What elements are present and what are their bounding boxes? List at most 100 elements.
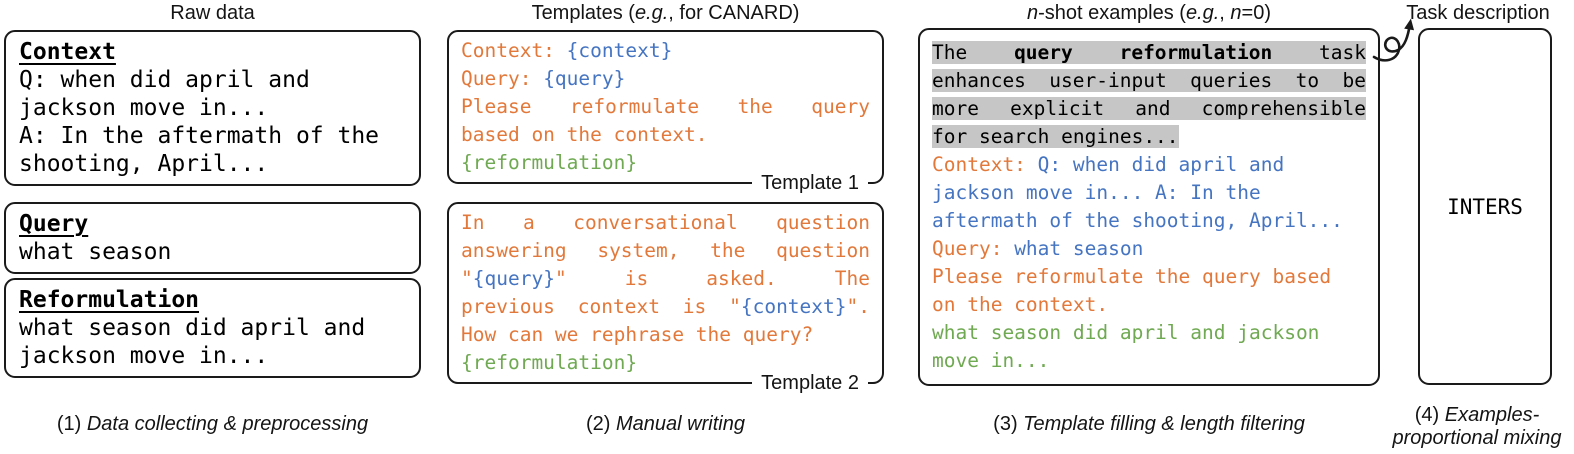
text-line: {reformulation}	[461, 149, 870, 177]
text-segment: Query	[19, 211, 89, 237]
text-line: Reformulation	[19, 286, 406, 314]
text-line: previous context is "{context}".	[461, 293, 870, 321]
text-segment: answering system, the question	[461, 239, 870, 262]
text-segment: , for CANARD)	[668, 2, 800, 24]
text-line: Query: {query}	[461, 65, 870, 93]
text-line: what season did april and	[19, 314, 406, 342]
text-segment: A: In the aftermath of the	[19, 123, 380, 149]
text-line: more explicit and comprehensible	[932, 95, 1366, 123]
text-line: shooting, April...	[19, 150, 406, 178]
text-segment: -shot examples (	[1038, 2, 1186, 24]
text-segment: move in...	[932, 349, 1050, 372]
text-segment: In a conversational question	[461, 211, 870, 234]
text-segment: task	[1272, 41, 1367, 64]
text-segment: "	[461, 267, 473, 290]
text-line: (3) Template filling & length filtering	[918, 413, 1380, 436]
text-line: (1) Data collecting & preprocessing	[4, 413, 421, 436]
text-segment: jackson move in... A: In the	[932, 181, 1261, 204]
text-segment: (3)	[993, 413, 1024, 435]
text-line: jackson move in...	[19, 342, 406, 370]
text-segment: {context}	[740, 295, 847, 318]
step2-caption: (2) Manual writing	[447, 413, 884, 436]
text-segment: e.g.	[634, 2, 669, 24]
text-segment: Please reformulate the query based	[932, 265, 1332, 288]
raw-data-header: Raw data	[4, 1, 421, 25]
text-segment: what season did april and	[19, 315, 366, 341]
text-segment: Template filling & length filtering	[1023, 413, 1305, 435]
template2-tag: Template 2	[752, 370, 868, 396]
text-segment: for search engines...	[932, 125, 1179, 148]
text-segment: n	[1230, 2, 1242, 24]
loop-arrow-icon	[1372, 18, 1415, 62]
text-line: jackson move in... A: In the	[932, 179, 1366, 207]
inters-label: INTERS	[1447, 194, 1523, 219]
text-segment: The	[932, 41, 1015, 64]
text-line: The query reformulation task	[932, 39, 1367, 67]
text-segment: ".	[846, 295, 870, 318]
text-segment: what season did april and jackson	[932, 321, 1320, 344]
text-segment: e.g.	[1185, 2, 1220, 24]
text-segment: Data collecting & preprocessing	[86, 413, 369, 435]
text-line: for search engines...	[932, 123, 1366, 151]
text-line: Query	[19, 210, 406, 238]
text-segment: Manual writing	[616, 413, 745, 435]
text-segment: {reformulation}	[461, 351, 638, 374]
text-line: Q: when did april and	[19, 66, 406, 94]
text-line: Context: Q: when did april and	[932, 151, 1366, 179]
text-segment: what season	[19, 239, 172, 265]
text-segment: based on the context.	[461, 123, 708, 146]
text-segment: Templates (	[531, 2, 635, 24]
text-line: Context: {context}	[461, 37, 870, 65]
step1-caption: (1) Data collecting & preprocessing	[4, 413, 421, 436]
templates-header: Templates (e.g., for CANARD)	[447, 1, 884, 25]
task-description-header: Task description	[1382, 1, 1574, 25]
inters-box: INTERS	[1418, 28, 1552, 385]
text-segment: Examples-	[1444, 404, 1540, 426]
text-segment: Query:	[932, 237, 1003, 260]
text-segment: shooting, April...	[19, 151, 269, 177]
text-segment: on the context.	[932, 293, 1109, 316]
text-segment: " is asked. The	[554, 267, 870, 290]
text-segment: Context:	[461, 39, 555, 62]
text-line: proportional mixing	[1380, 427, 1574, 450]
text-segment: =0)	[1241, 2, 1272, 24]
text-segment: Context:	[932, 153, 1026, 176]
text-segment: Raw data	[170, 2, 255, 24]
text-segment: Context	[19, 39, 116, 65]
text-segment: Please reformulate the query	[461, 95, 870, 118]
text-line: what season did april and jackson	[932, 319, 1366, 347]
text-line: Query: what season	[932, 235, 1366, 263]
step3-caption: (3) Template filling & length filtering	[918, 413, 1380, 436]
template2-box: Template 2 In a conversational question a…	[447, 202, 884, 396]
text-segment: Query:	[461, 67, 532, 90]
text-line: {reformulation}	[461, 349, 870, 377]
text-line: based on the context.	[461, 121, 870, 149]
text-line: enhances user-input queries to be	[932, 67, 1366, 95]
text-line: Context	[19, 38, 406, 66]
text-line: Please reformulate the query based	[932, 263, 1366, 291]
text-segment: Q: when did april and	[1025, 153, 1285, 176]
text-segment: {query}	[472, 267, 555, 290]
text-line: "{query}" is asked. The	[461, 265, 870, 293]
text-segment: n	[1026, 2, 1039, 24]
text-segment: {reformulation}	[461, 151, 638, 174]
text-line: Please reformulate the query	[461, 93, 870, 121]
text-segment: more explicit and comprehensible	[932, 97, 1366, 120]
text-line: move in...	[932, 347, 1366, 375]
template1-box: Template 1 Context: {context}Query: {que…	[447, 30, 884, 196]
text-segment: ,	[1219, 2, 1231, 24]
step4-caption: (4) Examples-proportional mixing	[1380, 404, 1574, 450]
text-line: answering system, the question	[461, 237, 870, 265]
text-segment: enhances user-input queries to be	[932, 69, 1366, 92]
text-segment: Reformulation	[19, 287, 200, 313]
template1-tag: Template 1	[752, 170, 868, 196]
text-line: what season	[19, 238, 406, 266]
text-segment: Q: when did april and	[19, 67, 310, 93]
text-line: How can we rephrase the query?	[461, 321, 870, 349]
text-segment: previous context is "	[461, 295, 741, 318]
text-segment: jackson move in...	[19, 95, 269, 121]
